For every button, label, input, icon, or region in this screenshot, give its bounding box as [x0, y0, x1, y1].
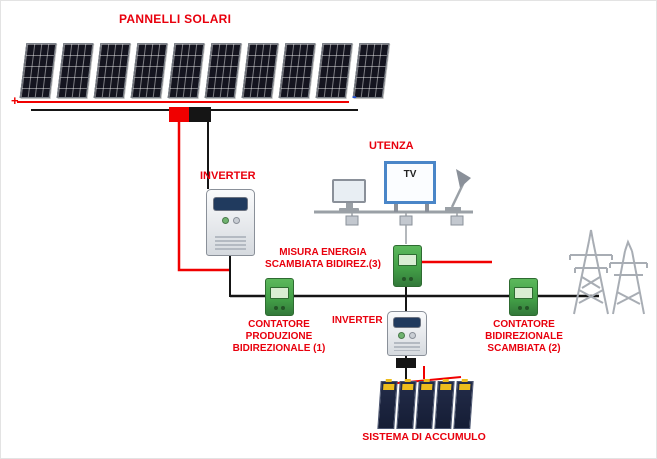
- solar-panel: [56, 43, 94, 98]
- inverter-leds: [388, 332, 426, 339]
- computer-monitor: [332, 179, 366, 212]
- inverter-screen: [393, 318, 421, 327]
- dc-junction-negative: [189, 107, 211, 122]
- label-contatore-scambiata: CONTATORE BIDIREZIONALE SCAMBIATA (2): [485, 319, 563, 354]
- inverter-vents: [394, 342, 420, 351]
- monitor-stand: [345, 203, 353, 208]
- tv: TV: [384, 161, 436, 204]
- label-misura-energia: MISURA ENERGIA SCAMBIATA BIDIREZ.(3): [265, 247, 381, 270]
- solar-panel: [130, 43, 168, 98]
- solar-panel: [315, 43, 353, 98]
- wall-socket: [450, 215, 464, 226]
- tv-leg: [394, 204, 398, 212]
- meter-buttons: [266, 306, 293, 310]
- tv-leg: [425, 204, 429, 212]
- solar-panel: [352, 43, 390, 98]
- battery-cell: [396, 381, 417, 429]
- battery-bank: [377, 381, 474, 429]
- label-sistema-accumulo: SISTEMA DI ACCUMULO: [362, 431, 486, 443]
- solar-panel: [93, 43, 131, 98]
- meter-exchange-measure: [393, 245, 422, 287]
- meter-display: [270, 287, 289, 299]
- meter-buttons: [510, 306, 537, 310]
- monitor-base: [339, 208, 359, 212]
- solar-panel: [167, 43, 205, 98]
- battery-cell: [415, 381, 436, 429]
- inverter-battery-device: [387, 311, 427, 356]
- tv-label: TV: [403, 169, 417, 180]
- label-plus-terminal: +: [11, 93, 19, 108]
- inverter-leds: [207, 217, 254, 224]
- label-contatore-produzione: CONTATORE PRODUZIONE BIDIREZIONALE (1): [232, 319, 326, 354]
- battery-connector: [396, 358, 416, 368]
- wall-socket: [399, 215, 413, 226]
- label-minus-terminal: -: [352, 88, 357, 104]
- battery-cell: [377, 381, 398, 429]
- dc-junction-positive: [169, 107, 189, 122]
- utenza-shelf: [314, 210, 473, 244]
- meter-production: [265, 278, 294, 316]
- label-inverter-main: INVERTER: [200, 170, 256, 182]
- inverter-screen: [214, 198, 247, 210]
- meter-buttons: [394, 277, 421, 281]
- meter-bidirectional: [509, 278, 538, 316]
- label-inverter-batteria: INVERTER: [332, 315, 383, 326]
- wall-socket: [345, 215, 359, 226]
- monitor-screen: [332, 179, 366, 203]
- solar-panel: [204, 43, 242, 98]
- solar-panel: [19, 43, 57, 98]
- panel-string-wiring: [17, 101, 358, 272]
- meter-display: [514, 287, 533, 299]
- transmission-towers: [569, 229, 648, 315]
- inverter-main-device: [206, 189, 255, 256]
- meter-display: [398, 254, 417, 266]
- solar-panel: [241, 43, 279, 98]
- label-utenza: UTENZA: [369, 140, 414, 152]
- desk-lamp: [445, 169, 471, 211]
- solar-panel: [278, 43, 316, 98]
- solar-panel-array: [19, 43, 390, 98]
- battery-cell: [453, 381, 474, 429]
- battery-cell: [434, 381, 455, 429]
- inverter-vents: [214, 236, 247, 250]
- label-pannelli-solari: PANNELLI SOLARI: [119, 12, 232, 26]
